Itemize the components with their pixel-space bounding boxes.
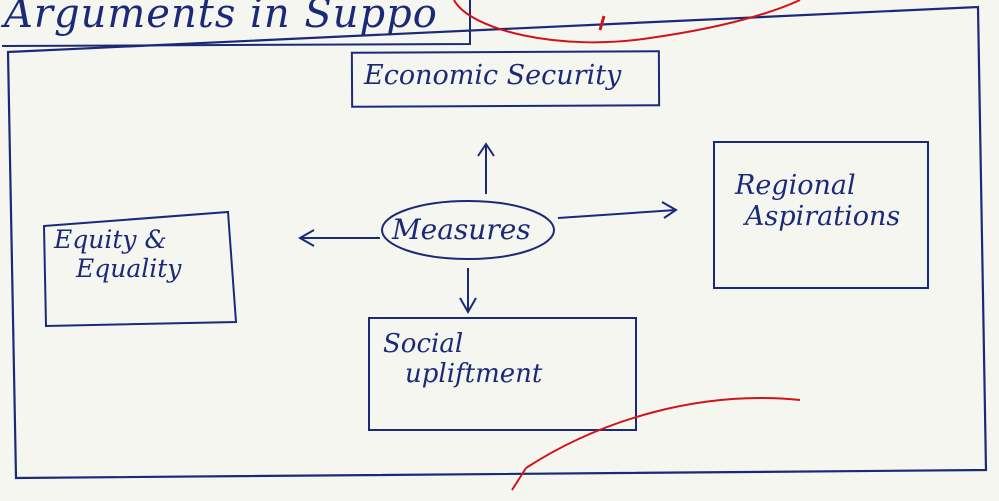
node-social-line2: upliftment: [405, 358, 543, 389]
economic-security-box: [350, 50, 661, 108]
red-tick-mark: [598, 15, 606, 31]
heading-text: Arguments in Suppo: [4, 0, 438, 37]
arrow-right: [557, 201, 678, 219]
red-check-mark: [511, 397, 801, 491]
outer-frame: [6, 5, 988, 480]
node-measures: Measures: [392, 213, 531, 246]
node-equity-equality: Equity & Equality: [54, 225, 224, 284]
node-regional-aspirations: Regional Aspirations: [735, 170, 935, 232]
equity-box: [42, 210, 238, 328]
social-upliftment-box: [368, 317, 637, 431]
regional-aspirations-box: [713, 141, 929, 289]
measures-ellipse: [381, 200, 555, 260]
arrow-down: [459, 268, 477, 315]
arrow-left: [297, 229, 380, 247]
node-regional-line2: Aspirations: [745, 201, 901, 233]
arrow-up: [477, 142, 495, 194]
node-economic-security: Economic Security: [364, 60, 622, 91]
node-equity-line2: Equality: [76, 253, 182, 283]
node-equity-line1: Equity &: [54, 225, 167, 254]
node-regional-line1: Regional: [735, 170, 856, 201]
node-social-line1: Social: [383, 329, 464, 359]
node-social-upliftment: Social upliftment: [383, 329, 633, 390]
red-circle-mark: [453, 0, 801, 44]
